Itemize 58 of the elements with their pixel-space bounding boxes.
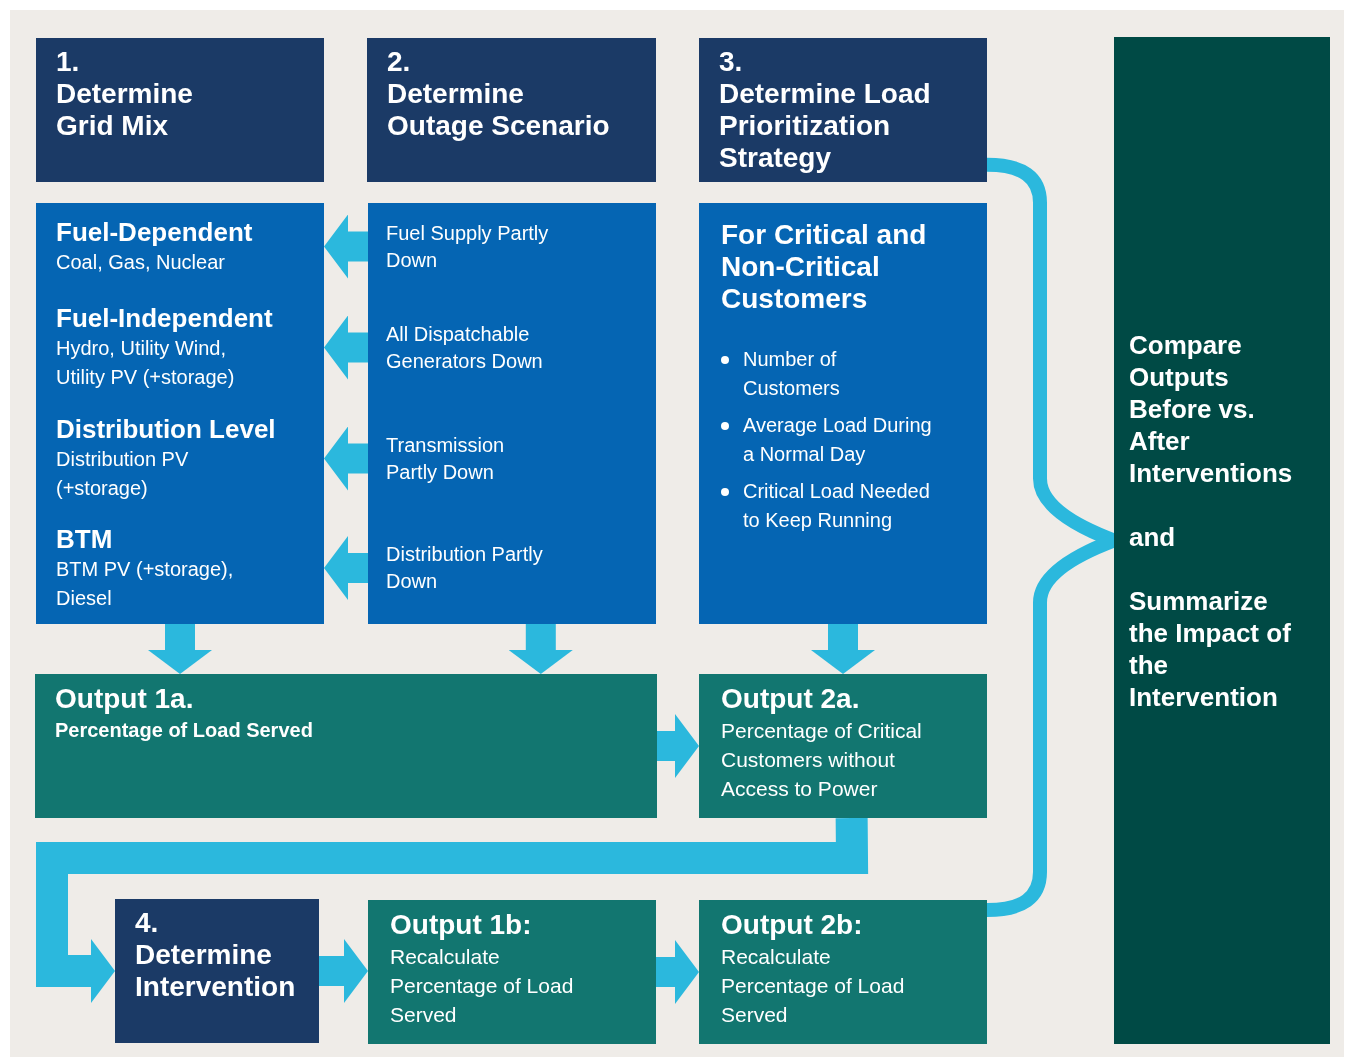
summary-text: Compare Outputs Before vs. After Interventions: [1129, 329, 1294, 489]
output-description: Recalculate Percentage of Load Served: [390, 944, 575, 1028]
step-header-box: [699, 38, 987, 182]
step-title: Determine Outage Scenario: [387, 78, 611, 142]
block-arrow: [656, 940, 699, 1004]
output-heading: Output 1a.: [55, 682, 195, 716]
scenario-text: All Dispatchable Generators Down: [386, 321, 544, 374]
summary-text: Summarize the Impact of the Intervention: [1129, 585, 1292, 713]
step-number: 4.: [135, 907, 160, 939]
block-arrow: [811, 624, 875, 674]
scenario-text: Fuel Supply Partly Down: [386, 220, 550, 273]
bullet-text: Average Load During a Normal Day: [743, 413, 933, 467]
block-arrow: [36, 817, 869, 1003]
output-box: [699, 674, 987, 818]
bullet-text: Critical Load Needed to Keep Running: [743, 479, 931, 533]
category-heading: Fuel-Independent: [56, 303, 274, 334]
panel-heading: For Critical and Non-Critical Customers: [721, 219, 928, 315]
category-heading: Fuel-Dependent: [56, 216, 254, 248]
step-number: 2.: [387, 46, 412, 78]
block-arrow: [657, 714, 699, 778]
step-title: Determine Intervention: [135, 939, 297, 1003]
process-box: [699, 203, 987, 624]
block-arrow: [324, 426, 368, 491]
category-description: Coal, Gas, Nuclear: [56, 249, 226, 275]
category-heading: BTM: [56, 523, 114, 555]
step-header-box: [115, 899, 319, 1043]
output-heading: Output 1b:: [390, 908, 533, 942]
step-title: Determine Grid Mix: [56, 78, 194, 142]
summary-panel: [1114, 37, 1330, 1044]
output-description: Percentage of Load Served: [55, 718, 314, 743]
step-header-box: [36, 38, 324, 182]
scenario-text: Distribution Partly Down: [386, 542, 544, 594]
category-description: BTM PV (+storage), Diesel: [56, 556, 235, 611]
output-box: [35, 674, 657, 818]
summary-text: and: [1129, 521, 1177, 553]
process-box: [36, 203, 324, 624]
block-arrow: [319, 939, 368, 1003]
output-box: [368, 900, 656, 1044]
category-description: Distribution PV (+storage): [56, 447, 190, 501]
block-arrow: [508, 624, 573, 674]
category-heading: Distribution Level: [56, 414, 277, 445]
output-description: Recalculate Percentage of Load Served: [721, 944, 906, 1028]
block-arrow: [324, 536, 368, 600]
scenario-text: Transmission Partly Down: [386, 432, 506, 485]
step-header-box: [367, 38, 656, 182]
output-heading: Output 2b:: [721, 908, 864, 942]
step-number: 3.: [719, 46, 744, 78]
output-description: Percentage of Critical Customers without Access to Power: [721, 718, 923, 802]
step-title: Determine Load Prioritization Strategy: [719, 78, 932, 174]
output-box: [699, 900, 987, 1044]
bullet-text: Number of Customers: [743, 347, 841, 401]
block-arrow: [324, 214, 368, 279]
category-description: Hydro, Utility Wind, Utility PV (+storage): [56, 336, 236, 390]
step-number: 1.: [56, 46, 81, 78]
output-heading: Output 2a.: [721, 682, 861, 716]
process-box: [368, 203, 656, 624]
block-arrow: [148, 624, 212, 674]
block-arrow: [324, 315, 368, 380]
